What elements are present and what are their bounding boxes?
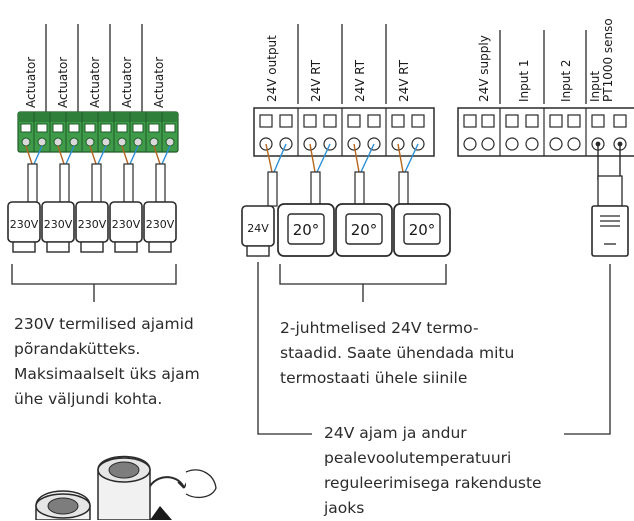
actuator-230v-label-4: 230V bbox=[112, 218, 141, 231]
actuator-230v-3: 230V bbox=[75, 201, 109, 253]
thermostat-bracket bbox=[279, 264, 447, 302]
input-terminal-label-3: Input 2 bbox=[559, 59, 573, 102]
thermostat-1: 20° bbox=[277, 203, 335, 257]
actuator-caption: 230V termilised ajamid põrandakütteks. M… bbox=[14, 315, 200, 408]
thermostat-2: 20° bbox=[335, 203, 393, 257]
actuator-terminal-label-2: Actuator bbox=[56, 57, 70, 108]
pt1000-sensor bbox=[591, 205, 629, 257]
svg-text:InputPT1000 senso: InputPT1000 senso bbox=[588, 18, 615, 102]
thermostat-display-2: 20° bbox=[351, 221, 378, 239]
input-terminal-label-4-line: Input bbox=[588, 71, 602, 102]
green-terminal-block bbox=[17, 111, 179, 153]
connector-24v-line bbox=[257, 262, 611, 435]
actuator-230v-4: 230V bbox=[109, 201, 143, 253]
actuator-24v-label: 24V bbox=[247, 222, 269, 235]
actuator-bracket bbox=[11, 264, 177, 302]
thermostat-terminal-block bbox=[253, 107, 435, 157]
thermostat-terminal-label-3: 24V RT bbox=[353, 59, 367, 102]
input-terminal-label-2: Input 1 bbox=[517, 59, 531, 102]
actuator-230v-label-2: 230V bbox=[44, 218, 73, 231]
actuator-230v-label-5: 230V bbox=[146, 218, 175, 231]
actuator-terminal-label-1: Actuator bbox=[24, 57, 38, 108]
thermostat-3: 20° bbox=[393, 203, 451, 257]
input-terminal-label-4-line: PT1000 senso bbox=[601, 18, 615, 102]
input-terminal-label-1: 24V supply bbox=[477, 35, 491, 102]
thermostat-display-3: 20° bbox=[409, 221, 436, 239]
actuator-24v: 24V bbox=[241, 205, 275, 257]
actuator-terminal-label-3: Actuator bbox=[88, 57, 102, 108]
thermostat-terminal-label-1: 24V output bbox=[265, 35, 279, 102]
thermostat-display-1: 20° bbox=[293, 221, 320, 239]
actuator-installation-illustration bbox=[35, 455, 217, 520]
actuator-230v-2: 230V bbox=[41, 201, 75, 253]
thermostat-terminal-label-2: 24V RT bbox=[309, 59, 323, 102]
sensor-actuator-caption: 24V ajam ja andur pealevoolutemperatuuri… bbox=[324, 424, 542, 517]
actuator-230v-5: 230V bbox=[143, 201, 177, 253]
actuator-group: Actuator Actuator Actuator Actuator Actu… bbox=[7, 24, 179, 302]
actuator-230v-1: 230V bbox=[7, 201, 41, 253]
input-group: 24V supply Input 1 Input 2 InputPT1000 s… bbox=[457, 18, 634, 257]
input-terminal-block bbox=[457, 107, 634, 157]
actuator-230v-label-3: 230V bbox=[78, 218, 107, 231]
thermostat-caption: 2-juhtmelised 24V termo- staadid. Saate … bbox=[280, 319, 515, 387]
thermostat-terminal-label-4: 24V RT bbox=[397, 59, 411, 102]
input-terminal-label-4: InputPT1000 senso bbox=[588, 18, 615, 102]
actuator-terminal-label-5: Actuator bbox=[152, 57, 166, 108]
actuator-230v-label-1: 230V bbox=[10, 218, 39, 231]
actuator-terminal-label-4: Actuator bbox=[120, 57, 134, 108]
thermostat-group: 24V output 24V RT 24V RT 24V RT bbox=[241, 24, 451, 302]
